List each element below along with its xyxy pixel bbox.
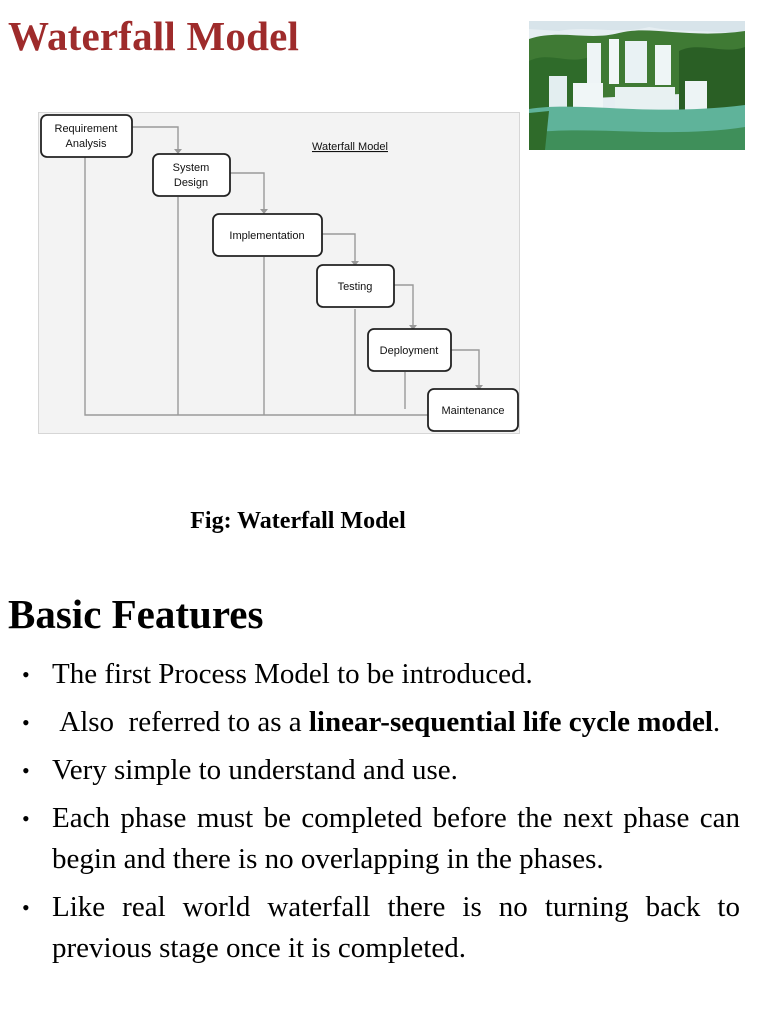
feedback-lines	[84, 157, 428, 416]
deployment-box	[367, 328, 452, 372]
bullet-text-end: .	[712, 706, 721, 738]
bullet-text: The first Process Model to be introduced…	[52, 658, 533, 690]
bullet-text: Also referred to as a	[52, 706, 309, 738]
implementation-label: Implementation	[229, 230, 304, 242]
section-heading: Basic Features	[8, 591, 264, 637]
bullet-icon: •	[22, 662, 30, 687]
list-item: • Like real world waterfall there is no …	[0, 887, 740, 969]
maintenance-label: Maintenance	[442, 405, 505, 417]
bullet-text: Like real world waterfall there is no tu…	[52, 891, 740, 964]
list-item: • The first Process Model to be introduc…	[0, 654, 740, 695]
bullet-icon: •	[22, 806, 30, 831]
bullet-text: Very simple to understand and use.	[52, 754, 458, 786]
figure-caption: Fig: Waterfall Model	[190, 508, 406, 534]
implementation-box	[212, 213, 323, 257]
system-design-label-1: System	[173, 162, 210, 174]
feature-list: • The first Process Model to be introduc…	[0, 654, 740, 976]
list-item: • Each phase must be completed before th…	[0, 798, 740, 880]
list-item: • Very simple to understand and use.	[0, 750, 740, 791]
testing-box	[316, 264, 395, 308]
slide-title: Waterfall Model	[8, 13, 300, 59]
list-item: • Also referred to as a linear-sequentia…	[0, 702, 740, 743]
system-design-label-2: Design	[174, 177, 208, 189]
forward-arrows	[132, 126, 480, 386]
system-design-box	[152, 153, 231, 197]
requirement-label-1: Requirement	[55, 123, 118, 135]
testing-label: Testing	[338, 281, 373, 293]
requirement-label-2: Analysis	[66, 138, 107, 150]
bullet-icon: •	[22, 758, 30, 783]
deployment-label: Deployment	[380, 345, 439, 357]
waterfall-diagram: Requirement Analysis System Design Imple…	[38, 112, 520, 434]
bullet-text: Each phase must be completed before the …	[52, 802, 740, 875]
maintenance-box	[427, 388, 519, 432]
arrowheads	[174, 149, 483, 390]
diagram-heading: Waterfall Model	[312, 141, 388, 153]
waterfall-photo	[529, 21, 745, 150]
bullet-icon: •	[22, 710, 30, 735]
bullet-icon: •	[22, 895, 30, 920]
requirement-box	[40, 114, 133, 158]
bullet-bold-text: linear-sequential life cycle model	[308, 706, 713, 738]
